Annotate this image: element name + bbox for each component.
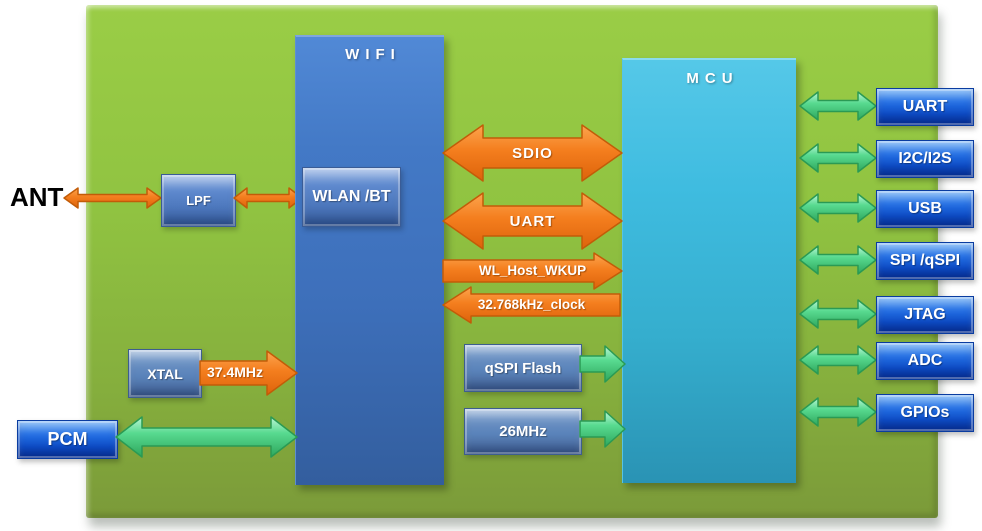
port-jtag-box: JTAG (876, 296, 974, 334)
port-usb-box: USB (876, 190, 974, 228)
port-gpios-label: GPIOs (900, 404, 950, 421)
xtal-box-label: XTAL (147, 365, 183, 382)
xtal-box: XTAL (128, 349, 202, 398)
ref-clock-box-label: 26MHz (499, 423, 547, 440)
sdio-bus-arrow-icon (442, 124, 623, 182)
port-usb-label: USB (908, 200, 942, 217)
lpf-box: LPF (161, 174, 236, 227)
mcu-block-title: MCU (686, 70, 739, 87)
port-spi-qspi-label: SPI /qSPI (889, 252, 961, 269)
xtal-freq-arrow-icon (199, 350, 298, 396)
wifi-block: WIFI (295, 35, 444, 485)
port-i2c-i2s-label: I2C/I2S (898, 150, 952, 167)
port-uart-label: UART (902, 98, 948, 115)
port-spi-qspi-box: SPI /qSPI (876, 242, 974, 280)
ref-clock-box: 26MHz (464, 408, 582, 455)
qspi-flash-box: qSPI Flash (464, 344, 582, 392)
port-adc-label: ADC (907, 352, 943, 369)
port-usb-arrow-icon (799, 193, 877, 223)
mcu-block: MCU (622, 58, 796, 483)
ant-lpf-arrow-icon (63, 187, 162, 209)
wlan-bt-box-label: WLAN /BT (312, 188, 391, 205)
wlan-bt-box: WLAN /BT (302, 167, 401, 227)
lpf-box-label: LPF (186, 193, 211, 208)
pcm-arrow-icon (115, 416, 298, 458)
port-uart-box: UART (876, 88, 974, 126)
sdio-bus-label: SDIO (512, 145, 553, 162)
port-uart-arrow-icon (799, 91, 877, 121)
pcm-box-label: PCM (47, 429, 88, 449)
qspi-flash-box-label: qSPI Flash (484, 359, 562, 377)
port-spi-qspi-arrow-icon (799, 245, 877, 275)
port-gpios-arrow-icon (799, 397, 877, 427)
port-adc-arrow-icon (799, 345, 877, 375)
uart-bus-arrow-icon (442, 192, 623, 250)
port-adc-box: ADC (876, 342, 974, 380)
ref-clock-arrow-icon (579, 410, 626, 448)
ant-label: ANT (10, 182, 64, 212)
pcm-box: PCM (17, 420, 118, 459)
uart-bus-label: UART (509, 213, 556, 230)
port-jtag-arrow-icon (799, 299, 877, 329)
port-i2c-i2s-box: I2C/I2S (876, 140, 974, 178)
clock-32k-label: 32.768kHz_clock (477, 297, 586, 312)
wl-host-wkup-arrow-icon (442, 252, 623, 290)
wl-host-wkup-label: WL_Host_WKUP (478, 263, 587, 278)
lpf-wlan-arrow-icon (233, 187, 303, 209)
qspi-flash-arrow-icon (579, 345, 626, 383)
port-jtag-label: JTAG (904, 306, 946, 323)
port-i2c-i2s-arrow-icon (799, 143, 877, 173)
xtal-freq-label: 37.4MHz (206, 364, 264, 380)
wifi-block-title: WIFI (345, 46, 401, 63)
port-gpios-box: GPIOs (876, 394, 974, 432)
clock-32k-arrow-icon (442, 286, 621, 324)
